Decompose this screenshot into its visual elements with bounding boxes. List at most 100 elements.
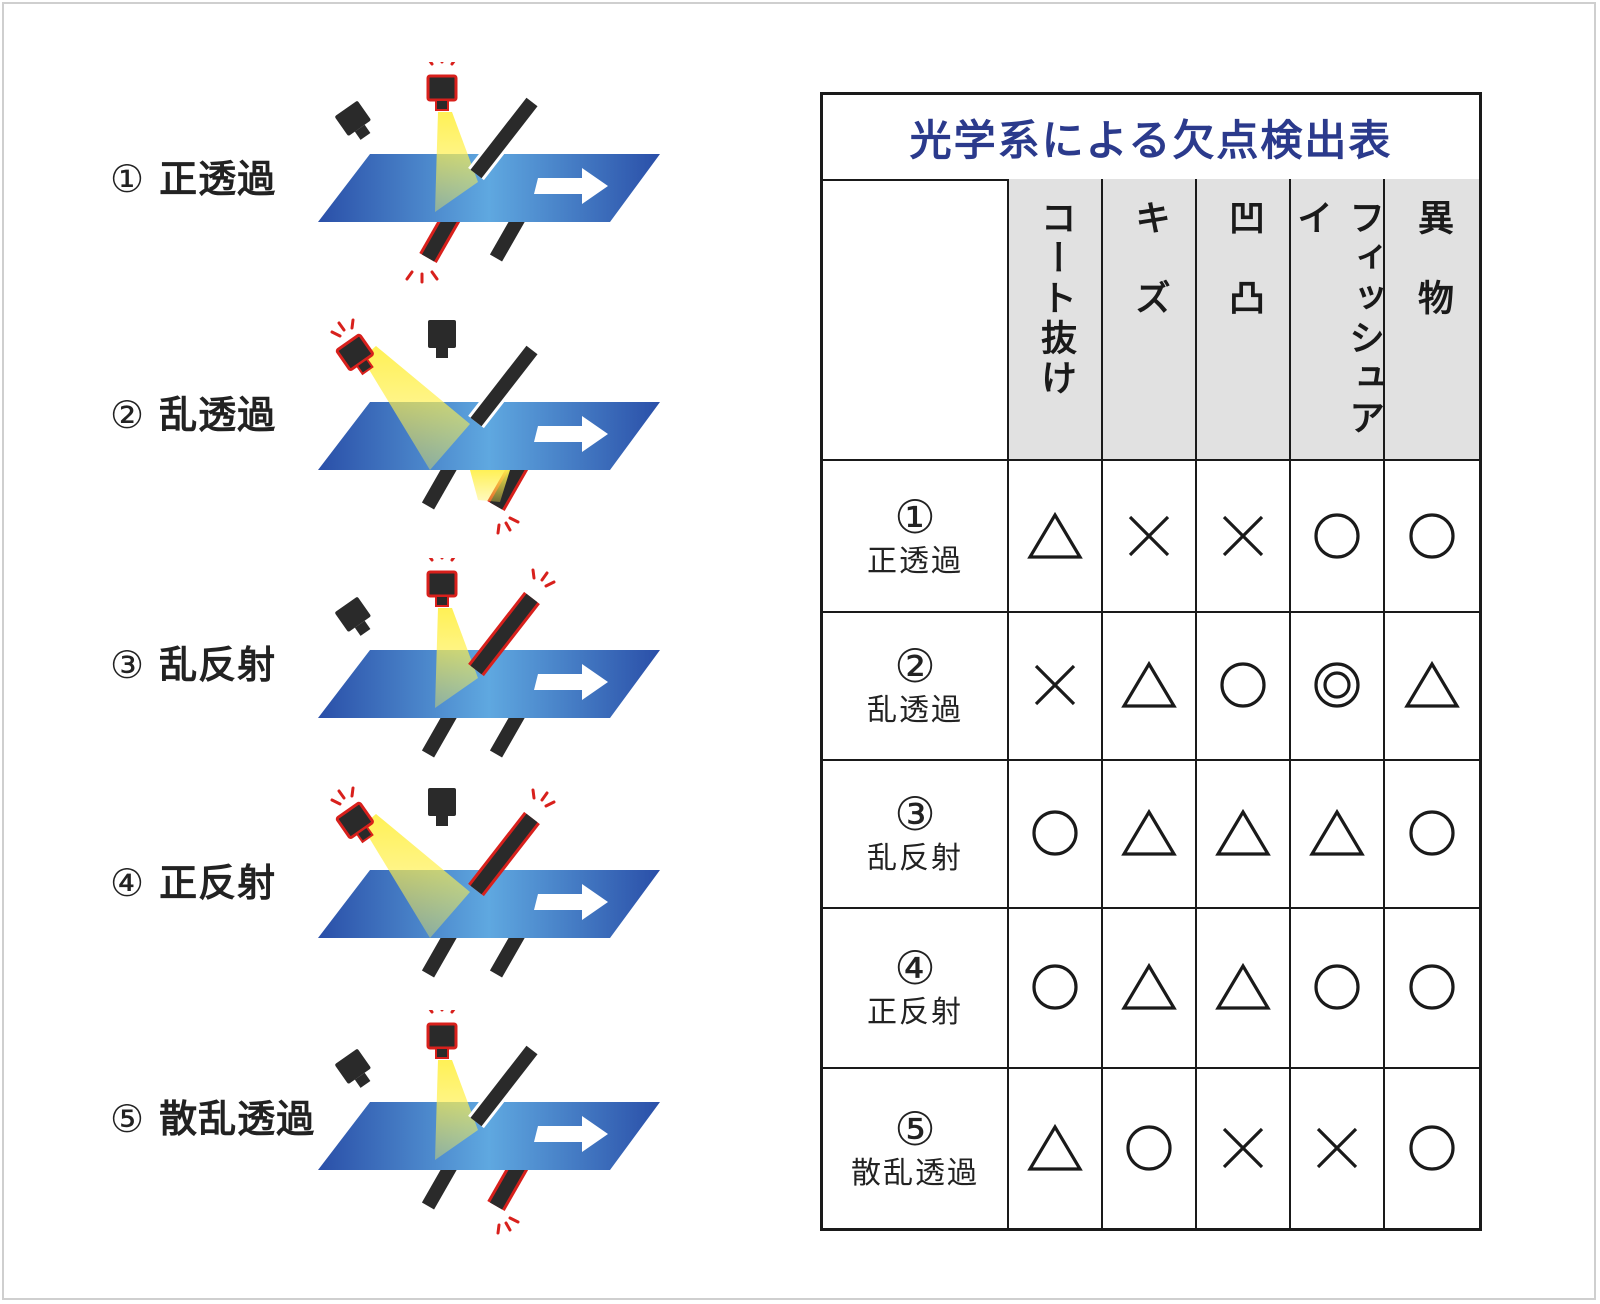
illustration-regular-transmission — [318, 62, 660, 284]
row-divider — [823, 611, 1479, 613]
triangle-mark — [1007, 461, 1101, 611]
row-number: ④ — [894, 941, 936, 995]
film-sheet — [318, 1102, 660, 1170]
arrow-right-icon — [534, 1116, 608, 1152]
camera-icon — [426, 570, 458, 607]
light-beam-below — [470, 470, 510, 502]
illustration-regular-reflection — [318, 786, 660, 979]
circle-mark — [1007, 759, 1101, 907]
circle-mark — [1101, 1067, 1195, 1228]
circle-mark — [1289, 907, 1383, 1067]
film-sheet — [318, 154, 660, 222]
cross-mark — [1195, 1067, 1289, 1228]
camera-icon — [335, 101, 371, 140]
arrow-right-icon — [534, 664, 608, 700]
light-beam — [362, 814, 470, 938]
light-beam — [362, 346, 470, 470]
arrow-right-icon — [534, 884, 608, 920]
light-beam — [435, 1060, 478, 1160]
cross-mark — [1289, 1067, 1383, 1228]
camera-icon — [335, 597, 371, 636]
triangle-mark — [1101, 759, 1195, 907]
cross-mark — [1007, 611, 1101, 759]
light-bar-upper — [470, 345, 538, 427]
illustration-diffuse-reflection — [318, 558, 660, 759]
light-bar-upper — [470, 593, 538, 675]
row-divider — [823, 907, 1479, 909]
light-active-sparks — [330, 318, 355, 338]
light-active-sparks — [330, 786, 355, 806]
arrow-right-icon — [534, 416, 608, 452]
row-number: ① — [894, 490, 936, 544]
row-method-name: 正反射 — [867, 995, 963, 1030]
circle-mark — [1383, 1067, 1479, 1228]
light-active-sparks — [428, 558, 456, 562]
light-beam — [435, 112, 478, 212]
header-blank-cell — [823, 179, 1007, 461]
light-bar-upper — [470, 813, 538, 895]
row-divider — [823, 1067, 1479, 1069]
triangle-mark — [1007, 1067, 1101, 1228]
camera-icon — [428, 320, 456, 354]
row-method-name: 正透過 — [867, 544, 963, 579]
cross-mark — [1101, 461, 1195, 611]
double-circle-mark — [1289, 611, 1383, 759]
circle-mark — [1383, 461, 1479, 611]
circle-mark — [1289, 461, 1383, 611]
light-bar-upper — [470, 97, 538, 179]
circle-mark — [1195, 611, 1289, 759]
circle-mark — [1383, 907, 1479, 1067]
camera-icon — [426, 1022, 458, 1059]
camera-icon — [426, 74, 458, 111]
row-number: ③ — [894, 787, 936, 841]
light-active-sparks — [531, 568, 556, 588]
camera-icon — [335, 333, 374, 376]
row-method-name: 乱反射 — [867, 841, 963, 876]
cross-mark — [1195, 461, 1289, 611]
triangle-mark — [1101, 611, 1195, 759]
header-coat-defect: コート抜け — [1007, 179, 1101, 461]
triangle-mark — [1195, 759, 1289, 907]
circle-mark — [1383, 759, 1479, 907]
camera-icon — [335, 1049, 371, 1088]
light-active-sparks — [428, 62, 456, 66]
light-active-sparks — [405, 270, 439, 284]
header-unevenness: 凹 凸 — [1195, 179, 1289, 461]
light-active-sparks — [496, 1216, 520, 1235]
light-beam — [435, 608, 478, 708]
camera-icon — [335, 801, 374, 844]
row-divider — [823, 759, 1479, 761]
triangle-mark — [1101, 907, 1195, 1067]
row-number: ⑤ — [894, 1101, 936, 1156]
header-foreign-matter: 異 物 — [1383, 179, 1479, 461]
arrow-right-icon — [534, 168, 608, 204]
triangle-mark — [1383, 611, 1479, 759]
light-active-sparks — [428, 1010, 456, 1014]
header-scratch: キ ズ — [1101, 179, 1195, 461]
triangle-mark — [1289, 759, 1383, 907]
light-active-sparks — [496, 516, 520, 535]
circle-mark — [1007, 907, 1101, 1067]
row-method-name: 乱透過 — [867, 693, 963, 728]
film-sheet — [318, 650, 660, 718]
illustration-scatter-transmission — [318, 1010, 660, 1235]
triangle-mark — [1195, 907, 1289, 1067]
illustration-diffuse-transmission — [318, 318, 660, 535]
light-bar-upper — [470, 1045, 538, 1127]
table-title: 光学系による欠点検出表 — [823, 95, 1479, 181]
camera-icon — [428, 788, 456, 822]
light-active-sparks — [531, 788, 556, 808]
row-method-name: 散乱透過 — [851, 1155, 979, 1191]
